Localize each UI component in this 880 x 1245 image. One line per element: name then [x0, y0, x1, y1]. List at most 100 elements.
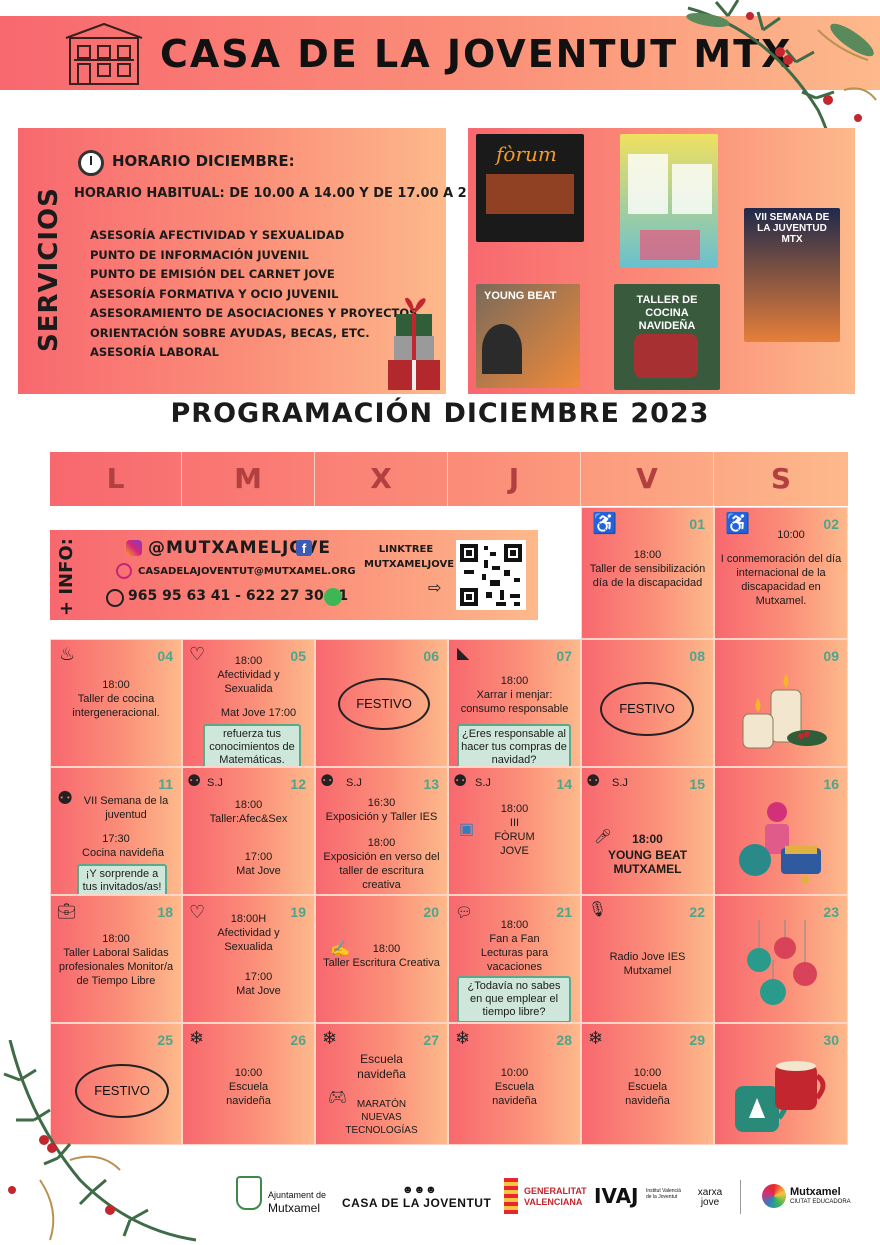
arrow-right-icon: ⇨: [428, 580, 442, 597]
day-number: 18: [157, 904, 173, 920]
people-icon: ☻☻☻: [402, 1184, 437, 1196]
chef-hat-icon: ♨: [59, 644, 76, 664]
event-tag: S.J: [475, 777, 491, 789]
day-cell-21[interactable]: 💬︎ 21 18:00 Fan a Fan Lecturas para vaca…: [448, 895, 581, 1023]
day-cell-07[interactable]: ◣ 07 18:00 Xarrar i menjar: consumo resp…: [448, 639, 581, 767]
event-time: 17:30: [102, 833, 130, 845]
email-address[interactable]: CASADELAJOVENTUT@MUTXAMEL.ORG: [138, 566, 356, 577]
footer-gva: GENERALITAT VALENCIANA: [524, 1186, 587, 1207]
event-time: 18:00: [500, 675, 529, 687]
event-title: Afectividad y Sexualida: [217, 927, 280, 953]
event-title: Exposición y Taller IES: [325, 811, 438, 823]
day-number: 26: [290, 1032, 306, 1048]
day-cell-05[interactable]: ♡ 05 18:00 Afectividad y Sexualida Mat J…: [182, 639, 315, 767]
day-cell-04[interactable]: ♨ 04 18:00 Taller de cocina intergenerac…: [50, 639, 182, 767]
gift-stack-icon: [388, 297, 440, 390]
event-title: Taller Laboral Salidas profesionales Mon…: [58, 947, 174, 987]
day-cell-28[interactable]: ❄ 28 10:00 Escuela navideña: [448, 1023, 581, 1145]
day-number: 28: [556, 1032, 572, 1048]
event-title: Escuela navideña: [226, 1081, 271, 1107]
ayuntamiento-logo-icon: [236, 1176, 262, 1210]
snowflake-icon: ❄: [588, 1028, 604, 1048]
services-label-text: SERVICIOS: [34, 187, 64, 352]
snowflake-icon: ❄: [189, 1028, 205, 1048]
writing-icon: ✍: [330, 941, 350, 958]
qr-code-icon[interactable]: [456, 540, 526, 610]
day-cell-27[interactable]: ❄ 27 Escuela navideña 🎮︎ MARATÓN NUEVAS …: [315, 1023, 448, 1145]
services-list: ASESORÍA AFECTIVIDAD Y SEXUALIDAD PUNTO …: [90, 226, 417, 363]
event-time: 18:00: [234, 655, 263, 667]
program-title: PROGRAMACIÓN DICIEMBRE 2023: [170, 398, 710, 429]
poster-activities[interactable]: [620, 134, 718, 268]
poster-semana-title: VII SEMANA DE LA JUVENTUD MTX: [754, 212, 830, 245]
footer-ayto-name: Mutxamel: [268, 1201, 321, 1215]
pine-branch-decoration-bottom: [3, 1040, 197, 1242]
day-cell-29[interactable]: ❄ 29 10:00 Escuela navideña: [581, 1023, 714, 1145]
day-cell-01[interactable]: ♿ 01 18:00 Taller de sensibilización día…: [581, 507, 714, 639]
day-cell-06[interactable]: 06 FESTIVO: [315, 639, 448, 767]
day-number: 06: [423, 648, 439, 664]
event-time-2: 17:00: [244, 971, 273, 983]
event-time: 18:00: [500, 803, 529, 815]
day-number: 08: [689, 648, 705, 664]
day-number: 29: [689, 1032, 705, 1048]
day-cell-26[interactable]: ❄ 26 10:00 Escuela navideña: [182, 1023, 315, 1145]
event-time-2: 17:00: [244, 851, 273, 863]
day-number: 22: [689, 904, 705, 920]
people-icon: ⚉: [586, 773, 601, 790]
day-number: 01: [689, 516, 705, 532]
footer-casa: CASA DE LA JOVENTUT: [342, 1196, 492, 1210]
hours-title: HORARIO DICIEMBRE:: [112, 152, 295, 170]
poster-young-beat[interactable]: YOUNG BEAT: [476, 284, 580, 388]
day-cell-19[interactable]: ♡ 19 18:00H Afectividad y Sexualida 17:0…: [182, 895, 315, 1023]
event-time: 18:00: [500, 919, 529, 931]
day-cell-20[interactable]: 20 ✍ 18:00 Taller Escritura Creativa: [315, 895, 448, 1023]
poster-forum[interactable]: fòrum: [476, 134, 584, 242]
day-number: 30: [823, 1032, 839, 1048]
weekday-thu: J: [448, 452, 581, 506]
poster-semana[interactable]: VII SEMANA DE LA JUVENTUD MTX: [744, 208, 840, 342]
event-title: Taller:Afec&Sex: [209, 813, 288, 825]
day-cell-09[interactable]: 09: [714, 639, 848, 767]
microphone-icon: 🎤︎: [594, 828, 612, 844]
day-number: 23: [823, 904, 839, 920]
poster-cocina[interactable]: TALLER DE COCINA NAVIDEÑA: [614, 284, 720, 390]
day-cell-23[interactable]: 23: [714, 895, 848, 1023]
footer-mtx-sub: CIUTAT EDUCADORA: [790, 1199, 851, 1205]
day-number: 27: [423, 1032, 439, 1048]
ornaments-icon: [739, 802, 821, 884]
day-cell-14[interactable]: ⚉ S.J 14 ▣ 18:00 III FÒRUM JOVE: [448, 767, 581, 895]
clock-icon: [78, 150, 104, 176]
footer-mtx: Mutxamel: [790, 1186, 841, 1198]
day-cell-11[interactable]: ⚉ 11 VII Semana de la juventud 17:30 Coc…: [50, 767, 182, 895]
event-title: Fan a Fan Lecturas para vacaciones: [480, 933, 549, 973]
event-note: ¿Eres responsable al hacer tus compras d…: [457, 724, 571, 766]
instagram-handle[interactable]: @MUTXAMELJOVE: [148, 538, 332, 558]
day-cell-30[interactable]: 30: [714, 1023, 848, 1145]
event-time: 16:30: [367, 797, 396, 809]
day-cell-08[interactable]: 08 FESTIVO: [581, 639, 714, 767]
phone-numbers[interactable]: 965 95 63 41 - 622 27 30 41: [128, 588, 349, 604]
footer-ivaj-sub: Institut Valencià de la Joventut: [646, 1188, 681, 1200]
event-time: 10:00: [777, 529, 805, 541]
day-cell-13[interactable]: ⚉ S.J 13 16:30 Exposición y Taller IES 1…: [315, 767, 448, 895]
event-note: refuerza tus conocimientos de Matemática…: [203, 724, 301, 766]
day-cell-25[interactable]: 25 FESTIVO: [50, 1023, 182, 1145]
event-title: Radio Jove IES Mutxamel: [609, 951, 686, 977]
snowflake-icon: ❄: [322, 1028, 338, 1048]
day-number: 15: [689, 776, 705, 792]
event-time: 18:00: [102, 679, 130, 691]
day-cell-18[interactable]: 💼︎ 18 18:00 Taller Laboral Salidas profe…: [50, 895, 182, 1023]
event-tag: S.J: [612, 777, 628, 789]
gamepad-icon: 🎮︎: [328, 1089, 348, 1106]
day-number: 05: [290, 648, 306, 664]
wheelchair-icon: ♿: [592, 513, 617, 535]
day-cell-22[interactable]: 🎙︎ 22 Radio Jove IES Mutxamel: [581, 895, 714, 1023]
day-cell-02[interactable]: ♿ 02 10:00 I conmemoración del día inter…: [714, 507, 848, 639]
service-item: ASESORÍA LABORAL: [90, 345, 219, 359]
snowflake-icon: ❄: [455, 1028, 471, 1048]
event-title: III FÒRUM JOVE: [494, 817, 535, 857]
day-cell-15[interactable]: ⚉ S.J 15 🎤︎ 18:00 YOUNG BEAT MUTXAMEL: [581, 767, 714, 895]
day-cell-12[interactable]: ⚉ S.J 12 18:00 Taller:Afec&Sex 17:00 Mat…: [182, 767, 315, 895]
day-cell-16[interactable]: 16: [714, 767, 848, 895]
